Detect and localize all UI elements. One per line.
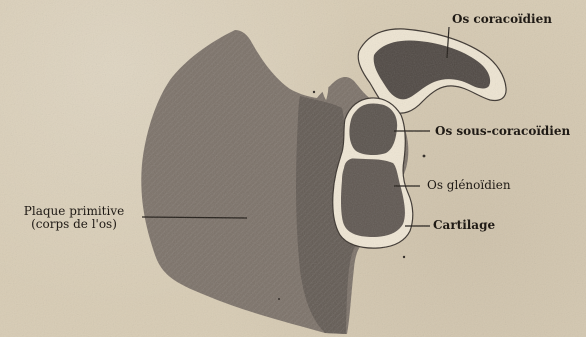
label-os-sous-coracoidien: Os sous-coracoïdien (435, 125, 570, 138)
label-plaque-primitive: Plaque primitive (corps de l'os) (7, 205, 141, 231)
label-os-coracoidien: Os coracoïdien (452, 13, 552, 26)
label-os-glenoidien: Os glénoïdien (427, 179, 511, 192)
label-plaque-primitive-line-2: (corps de l'os) (7, 218, 141, 231)
label-cartilage: Cartilage (433, 219, 495, 232)
